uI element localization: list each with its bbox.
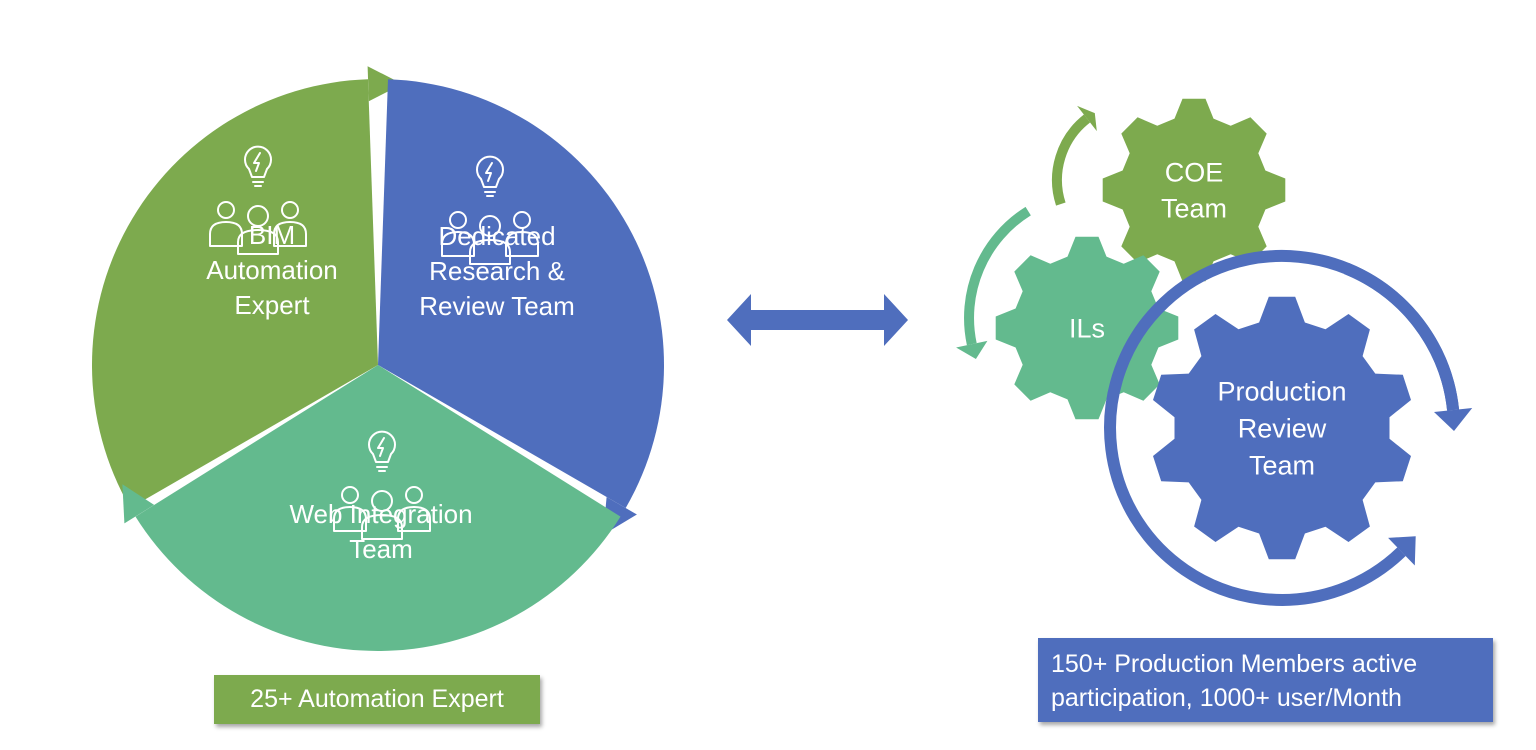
segment-arrow-tip-bim — [367, 66, 403, 102]
flow-arrow-left-icon — [956, 206, 1031, 359]
segment-label-research-2: Review Team — [419, 291, 575, 321]
gear-label-production-2: Team — [1249, 450, 1315, 480]
gear-label-production-0: Production — [1217, 376, 1346, 406]
segment-label-research-1: Research & — [429, 256, 565, 286]
automation-expert-count: 25+ Automation Expert — [214, 675, 540, 724]
segment-arrow-tip-web — [122, 484, 155, 524]
segment-label-web-0: Web Integration — [289, 499, 472, 529]
flow-arrow-down-icon — [1104, 249, 1460, 606]
production-members-stat-line-2: participation, 1000+ user/Month — [1051, 684, 1402, 712]
gear-icon — [995, 236, 1179, 420]
segment-label-bim-1: Automation — [206, 255, 338, 285]
gear-icon — [1153, 296, 1411, 560]
flow-arrow-up-icon — [1052, 105, 1097, 206]
gear-label-ils-0: ILs — [1069, 313, 1105, 343]
double-arrow-icon — [727, 294, 908, 346]
segment-shape-research — [378, 79, 665, 508]
production-members-stat-line-1: 150+ Production Members active — [1051, 650, 1418, 678]
gear-icon — [1102, 98, 1286, 282]
segment-label-research-0: Dedicated — [438, 221, 555, 251]
gear-label-production-1: Review — [1238, 413, 1327, 443]
team-idea-icon — [441, 155, 539, 265]
team-idea-icon — [333, 430, 431, 540]
segment-shape-bim — [91, 79, 378, 508]
segment-label-web-1: Team — [349, 534, 413, 564]
team-idea-icon — [209, 145, 307, 255]
gear-label-coe-0: COE — [1165, 157, 1224, 187]
segment-label-bim-0: BIM — [249, 220, 295, 250]
segment-shape-web — [135, 365, 621, 651]
double-arrow-shape — [727, 294, 908, 346]
gear-ils: ILs — [995, 236, 1179, 420]
gear-label-coe-1: Team — [1161, 193, 1227, 223]
production-members-stat: 150+ Production Members active participa… — [1038, 638, 1493, 722]
segment-label-bim-2: Expert — [234, 290, 310, 320]
gear-coe: COE Team — [1102, 98, 1286, 282]
